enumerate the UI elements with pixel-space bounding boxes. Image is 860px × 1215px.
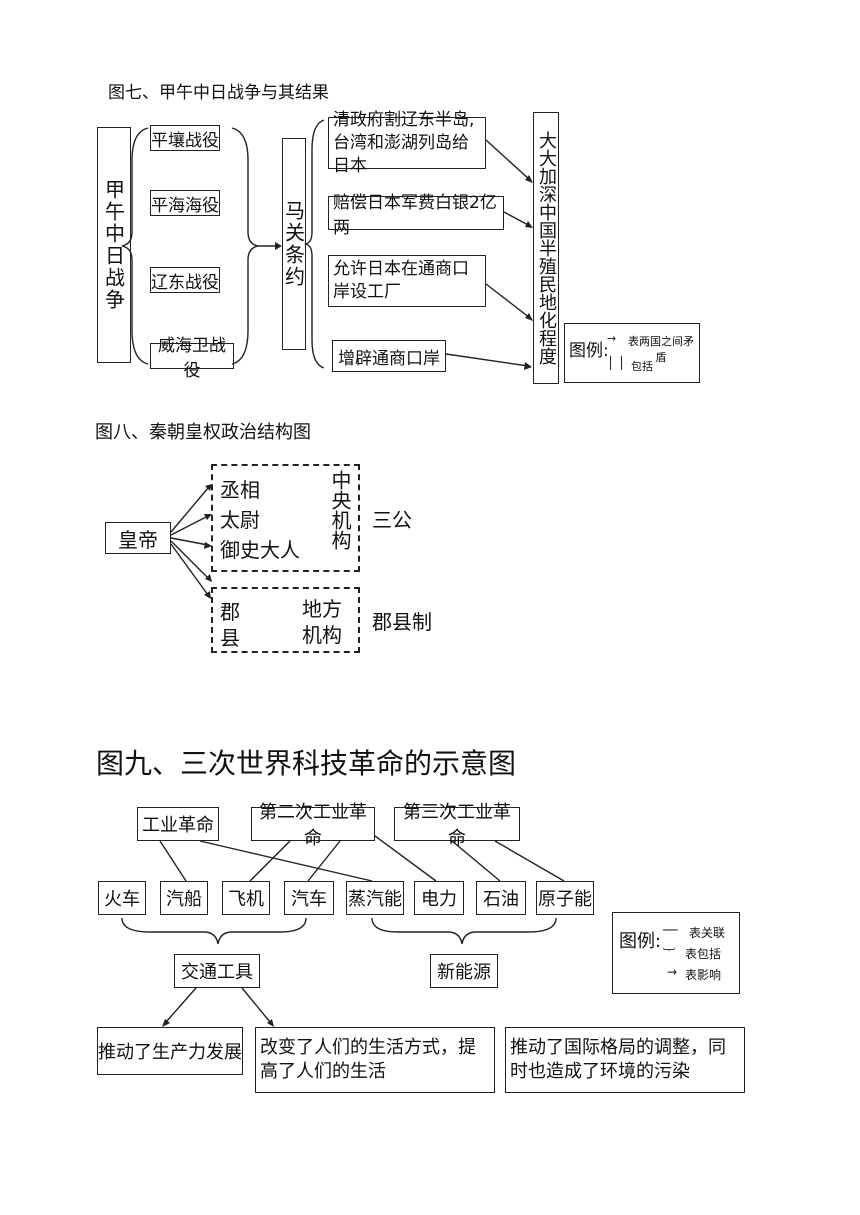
fig9-item-8: 原子能 (536, 881, 594, 915)
fig9-legend: 图例: ── 表关联 ︸ 表包括 → 表影响 (612, 912, 740, 994)
fig9-effect-1: 推动了生产力发展 (97, 1027, 243, 1075)
fig8-central-group (211, 464, 360, 572)
fig9-item-6: 电力 (414, 881, 464, 915)
fig9-effect-2: 改变了人们的生活方式，提高了人们的生活 (255, 1027, 495, 1093)
fig7-treaty-brace (303, 119, 325, 369)
fig9-group-transport: 交通工具 (174, 954, 260, 988)
fig7-left-brace (121, 127, 149, 365)
fig7-title: 图七、甲午中日战争与其结果 (108, 83, 329, 103)
fig8-central-label: 中央机构 (328, 470, 352, 550)
fig7-arrow-1 (485, 139, 531, 181)
fig8-local-name: 郡县制 (372, 610, 432, 634)
fig9-revolution-2: 第二次工业革命 (251, 802, 375, 849)
fig7-legend-brace-label: 包括 (631, 360, 653, 373)
fig8-local-item-2: 县 (220, 626, 240, 650)
fig7-legend-arrow-label: 表两国之间矛盾 (628, 335, 694, 364)
fig9-item-2: 汽船 (160, 881, 208, 915)
fig9-legend-line-icon: ── (663, 923, 678, 937)
fig9-legend-line-label: 表关联 (689, 926, 726, 940)
fig9-legend-arrow-icon: → (667, 965, 678, 979)
fig7-battle-3: 辽东战役 (150, 267, 220, 293)
fig8-local-label: 地方机构 (302, 597, 342, 647)
fig9-item-4: 汽车 (284, 881, 334, 915)
fig9-item-3: 飞机 (222, 881, 270, 915)
fig7-legend-arrow-icon: → (607, 332, 617, 345)
fig8-central-item-2: 太尉 (220, 508, 260, 532)
fig8-central-item-3: 御史大人 (220, 538, 300, 562)
fig7-legend-brace-icon: │ │ (607, 356, 626, 370)
fig9-effect-3: 推动了国际格局的调整，同时也造成了环境的污染 (505, 1027, 745, 1093)
fig9-revolution-3: 第三次工业革命 (394, 802, 520, 849)
fig7-legend: 图例: → 表两国之间矛盾 │ │ 包括 (564, 323, 700, 383)
fig7-arrow-4 (445, 353, 529, 367)
fig7-legend-title: 图例: (569, 341, 609, 361)
fig7-result-box: 大大加深中国半殖民地化程度 (533, 112, 559, 384)
fig9-item-1: 火车 (98, 881, 146, 915)
fig9-item-7: 石油 (476, 881, 526, 915)
fig7-arrow-3 (485, 283, 531, 319)
fig8-central-name: 三公 (372, 508, 412, 532)
fig8-emperor-box: 皇帝 (105, 522, 171, 554)
fig9-legend-title: 图例: (619, 931, 662, 952)
fig8-local-group (211, 587, 360, 653)
fig7-term-2: 赔偿日本军费白银2亿两 (328, 193, 504, 238)
fig9-legend-brace-label: 表包括 (685, 947, 722, 961)
fig7-arrow-2 (503, 211, 531, 227)
fig9-revolution-1: 工业革命 (137, 807, 219, 841)
fig8-title: 图八、秦朝皇权政治结构图 (95, 422, 311, 443)
fig7-term-3: 允许日本在通商口岸设工厂 (328, 255, 486, 307)
fig7-battle-2: 平海海役 (150, 190, 220, 216)
fig7-treaty-box: 马关条约 (282, 138, 306, 350)
fig8-local-item-1: 郡 (220, 600, 240, 624)
fig9-title: 图九、三次世界科技革命的示意图 (96, 747, 517, 780)
fig8-central-item-1: 丞相 (220, 478, 260, 502)
fig9-brace-transport (121, 917, 307, 945)
fig9-item-5: 蒸汽能 (346, 881, 404, 915)
fig7-term-4: 增辟通商口岸 (332, 340, 446, 372)
fig9-brace-energy (371, 917, 557, 945)
fig9-legend-arrow-label: 表影响 (685, 968, 722, 982)
fig9-group-energy: 新能源 (430, 954, 498, 988)
fig9-legend-brace-icon: ︸ (663, 947, 676, 961)
fig7-battle-1: 平壤战役 (150, 125, 220, 151)
